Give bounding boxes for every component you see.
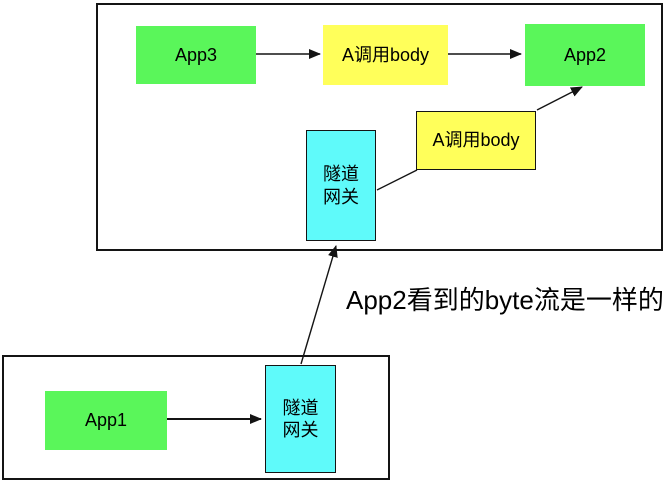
node-call-body-mid: A调用body [416, 111, 536, 170]
caption-byte-stream: App2看到的byte流是一样的 [346, 285, 664, 315]
arrow-gateway-bottom-to-gateway-top [300, 245, 338, 365]
bottom-group-frame [2, 355, 390, 480]
node-tunnel-gateway-top: 隧道 网关 [306, 130, 376, 241]
node-app2: App2 [525, 24, 645, 86]
node-call-body-top: A调用body [323, 25, 448, 85]
node-tunnel-gateway-bottom: 隧道 网关 [265, 365, 336, 473]
node-app1: App1 [45, 391, 167, 450]
node-app3: App3 [136, 26, 256, 84]
top-group-frame [96, 3, 663, 251]
